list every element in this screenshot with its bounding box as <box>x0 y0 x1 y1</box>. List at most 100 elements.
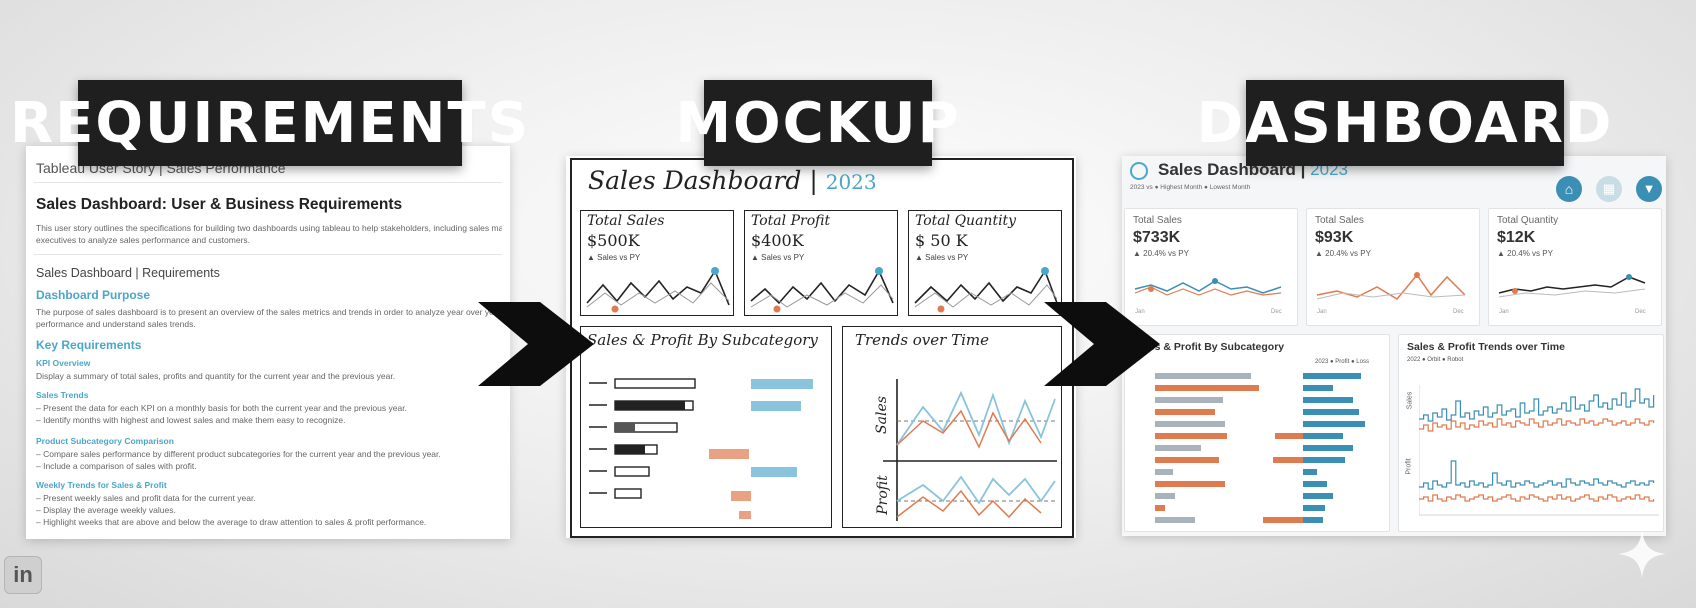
intro-line-1: This user story outlines the specificati… <box>36 223 502 233</box>
label-mockup: MOCKUP <box>675 80 959 166</box>
filter-icon[interactable]: ▼ <box>1636 176 1662 202</box>
kpi-month-end: Dec <box>1453 309 1464 315</box>
weekly-line-1: – Present weekly sales and profit data f… <box>36 493 256 503</box>
dashboard-trends-chart: Sales & Profit Trends over Time 2022 ● O… <box>1398 334 1664 532</box>
doc-title: Sales Dashboard: User & Business Require… <box>36 196 403 213</box>
mockup-subcategory-bars <box>589 378 813 519</box>
mockup-kpi-sparkline <box>586 267 730 313</box>
mockup-kpi-label: Total Quantity <box>915 213 1017 229</box>
mockup-kpi-sparkline <box>914 267 1058 313</box>
trends-grid <box>1419 385 1659 516</box>
kpi-delta: ▲ 20.4% vs PY <box>1133 249 1189 258</box>
subcategory-bar-right <box>1303 505 1325 511</box>
kpi-value: $12K <box>1497 229 1536 246</box>
mockup-subcategory-chart: Sales & Profit By Subcategory <box>580 326 832 528</box>
subcategory-line-1: – Compare sales performance by different… <box>36 449 441 459</box>
kpi-value: $733K <box>1133 229 1181 246</box>
subcategory-legend: 2023 ● Profit ● Loss <box>1315 359 1369 365</box>
compass-icon <box>1130 162 1148 180</box>
trends-profit-line <box>1419 460 1655 490</box>
dashboard-kpi-quantity: Total Quantity $12K ▲ 20.4% vs PY Jan De… <box>1488 208 1662 326</box>
subcategory-bar-right <box>1303 445 1353 451</box>
mockup-year: 2023 <box>825 170 877 194</box>
mockup-kpi-delta: ▲ Sales vs PY <box>751 253 805 262</box>
mockup-kpi-sparkline <box>750 267 894 313</box>
trends-profit-prev-line <box>1419 494 1655 502</box>
mockup-kpi-sales: Total Sales $500K ▲ Sales vs PY <box>580 210 734 316</box>
kpi-delta: ▲ 20.4% vs PY <box>1315 249 1371 258</box>
purpose-heading: Dashboard Purpose <box>36 288 151 302</box>
mockup-subcategory-title: Sales & Profit By Subcategory <box>587 331 818 349</box>
linkedin-icon[interactable]: in <box>4 556 42 594</box>
kpi-label: Total Quantity <box>1497 215 1559 226</box>
chevron-right-icon <box>1044 302 1160 386</box>
dashboard-screen: Sales Dashboard | 2023 2023 vs ● Highest… <box>1122 156 1666 536</box>
dashboard-subcategory-chart: Sales & Profit By Subcategory 2023 ● Pro… <box>1124 334 1390 532</box>
mockup-trends-title: Trends over Time <box>855 331 990 349</box>
mockup-kpi-value: $400K <box>751 231 804 250</box>
mockup-kpi-label: Total Profit <box>751 213 831 229</box>
mockup-kpi-delta: ▲ Sales vs PY <box>915 253 969 262</box>
purpose-line-1: The purpose of sales dashboard is to pre… <box>36 307 502 317</box>
subcategory-bar-right <box>1303 493 1333 499</box>
kpi-sparkline: Jan Dec <box>1316 272 1466 315</box>
dashboard-kpi-profit: Total Sales $93K ▲ 20.4% vs PY Jan Dec <box>1306 208 1480 326</box>
bank-icon[interactable]: ⌂ <box>1556 176 1582 202</box>
subcategory-bar-left <box>1155 421 1225 427</box>
mockup-sheet: Sales Dashboard | 2023 Total Sales $500K… <box>566 156 1076 538</box>
subcategory-bar-right <box>1303 421 1365 427</box>
grid-icon[interactable]: ▦ <box>1596 176 1622 202</box>
dashboard-legend: 2023 vs ● Highest Month ● Lowest Month <box>1130 184 1251 191</box>
subcategory-bars <box>1155 373 1365 523</box>
trends-line-2: – Identify months with highest and lowes… <box>36 415 346 425</box>
subcategory-bar-right <box>1303 433 1343 439</box>
weekly-line-2: – Display the average weekly values. <box>36 505 176 515</box>
dashboard-kpi-sales: Total Sales $733K ▲ 20.4% vs PY Jan Dec <box>1124 208 1298 326</box>
subcategory-bar-left <box>1155 505 1165 511</box>
subcategory-bar-left <box>1155 373 1251 379</box>
subcategory-bar-loss <box>1263 517 1303 523</box>
trends-sales-prev-line <box>1419 418 1655 432</box>
doc-divider <box>34 182 502 183</box>
trends-lines <box>1419 385 1659 516</box>
mockup-title: Sales Dashboard | 2023 <box>588 166 877 195</box>
trends-legend: 2022 ● Orbit ● Robot <box>1407 357 1464 363</box>
requirements-document: Tableau User Story | Sales Performance S… <box>26 146 510 539</box>
trends-sales-line <box>1419 388 1655 422</box>
trends-title: Sales & Profit Trends over Time <box>1407 341 1565 353</box>
kpi-month-start: Jan <box>1317 309 1327 315</box>
kpi-heading: KPI Overview <box>36 358 91 368</box>
subcategory-bar-left <box>1155 445 1201 451</box>
subcategory-bar-left <box>1155 481 1225 487</box>
kpi-sparkline: Jan Dec <box>1134 278 1282 315</box>
weekly-heading: Weekly Trends for Sales & Profit <box>36 480 167 490</box>
doc-divider-2 <box>34 254 502 255</box>
subcategory-title: Sales & Profit By Subcategory <box>1133 341 1285 353</box>
subcategory-bar-left <box>1155 493 1175 499</box>
weekly-line-3: – Highlight weeks that are above and bel… <box>36 517 427 527</box>
subcategory-bar-right <box>1303 457 1345 463</box>
subcategory-bar-loss <box>1275 433 1303 439</box>
key-requirements-heading: Key Requirements <box>36 338 142 352</box>
subcategory-bar-right <box>1303 385 1333 391</box>
linkedin-text: in <box>13 562 33 587</box>
kpi-month-end: Dec <box>1271 309 1282 315</box>
trends-axis-profit: Profit <box>1405 458 1413 475</box>
subcategory-bar-left <box>1155 433 1227 439</box>
mockup-kpi-value: $ 50 K <box>915 231 968 250</box>
mockup-trends-chart: Trends over Time Sales Profit <box>842 326 1062 528</box>
kpi-label: Total Sales <box>1315 215 1364 226</box>
section-title: Sales Dashboard | Requirements <box>36 266 220 280</box>
kpi-delta: ▲ 20.4% vs PY <box>1497 249 1553 258</box>
kpi-month-start: Jan <box>1499 309 1509 315</box>
kpi-label: Total Sales <box>1133 215 1182 226</box>
mockup-kpi-value: $500K <box>587 231 640 250</box>
mockup-kpi-profit: Total Profit $400K ▲ Sales vs PY <box>744 210 898 316</box>
subcategory-bar-loss <box>1273 457 1303 463</box>
subcategory-bar-left <box>1155 469 1173 475</box>
label-requirements: REQUIREMENTS <box>10 80 528 166</box>
label-dashboard: DASHBOARD <box>1197 80 1611 166</box>
subcategory-bar-left <box>1155 385 1259 391</box>
subcategory-bar-left <box>1155 457 1219 463</box>
trends-axis-sales: Sales <box>1406 391 1414 410</box>
